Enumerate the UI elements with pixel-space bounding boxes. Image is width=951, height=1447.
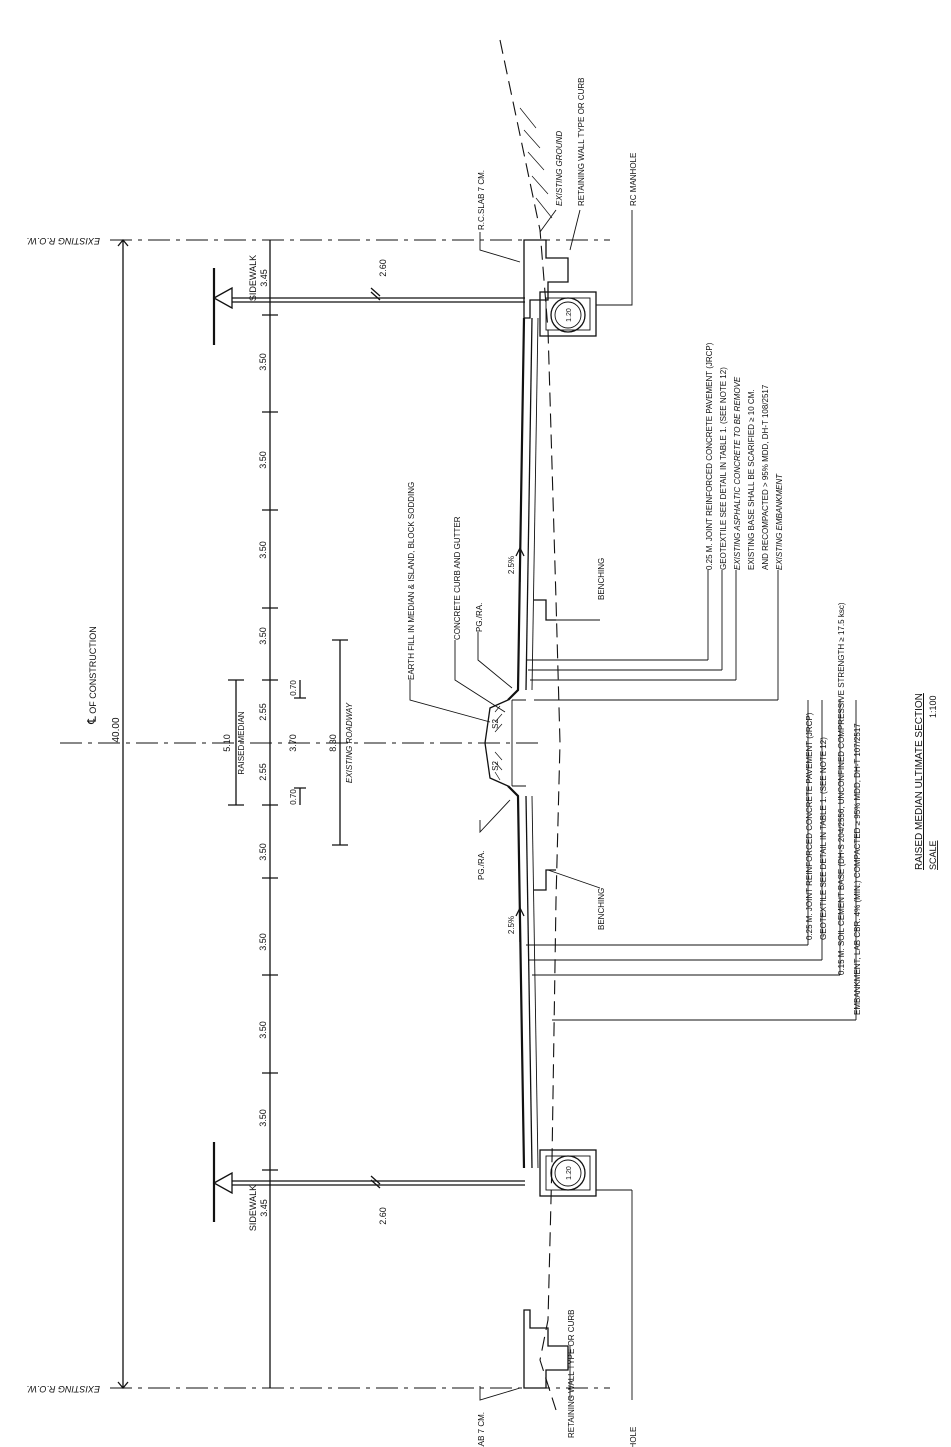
- median-slope-top: S2: [491, 719, 500, 729]
- pg-ra-label-top: PG./RA.: [475, 603, 484, 632]
- note-existing-2: GEOTEXTILE SEE DETAIL IN TABLE 1. (SEE N…: [719, 367, 728, 570]
- lane-width-5: 3.50: [258, 843, 268, 861]
- slope-pct-top: 2.5%: [507, 556, 516, 574]
- sidewalk-width-bottom: 3.45: [259, 1199, 269, 1217]
- note-existing-4: EXISTING BASE SHALL BE SCARIFIED ≥ 10 CM…: [747, 389, 756, 570]
- row-label-bottom: EXISTING R.O.W.: [26, 1384, 100, 1394]
- benching-bottom: [534, 869, 556, 891]
- note-new-4: EMBANKMENT, LAB CBR. 4% (MIN.) COMPACTED…: [853, 723, 862, 1015]
- leader-lines: [409, 209, 857, 1401]
- retaining-wall-label-top: RETAINING WALL TYPE OR CURB: [577, 78, 586, 206]
- note-new-3: 0.15 M. SOIL CEMENT BASE (DH-S 204/2556,…: [837, 602, 846, 975]
- rc-slab-label-top: R.C.SLAB 7 CM.: [477, 170, 486, 230]
- sidewalk-offset-bottom: 2.60: [378, 1207, 388, 1225]
- pavement-surface-bottom: [507, 785, 526, 1169]
- retaining-wall-top: [523, 239, 569, 319]
- existing-width: 8.30: [328, 734, 338, 752]
- notes-new: 0.25 M. JOINT REINFORCED CONCRETE PAVEME…: [805, 602, 862, 1015]
- scale-value: 1:100: [928, 695, 938, 718]
- pipe-dia-bottom: 1.20: [566, 1166, 573, 1180]
- lane-width-3: 3.50: [258, 541, 268, 559]
- median-label: RAISED MEDIAN: [237, 711, 246, 774]
- manhole-bottom: [539, 1149, 597, 1197]
- notes-existing: 0.25 M. JOINT REINFORCED CONCRETE PAVEME…: [705, 342, 784, 570]
- lane-width-1: 3.50: [258, 353, 268, 371]
- note-new-2: GEOTEXTILE SEE DETAIL IN TABLE 1. (SEE N…: [819, 737, 828, 940]
- median-slope-bottom: S2: [491, 761, 500, 771]
- retaining-wall-bottom: [523, 1309, 569, 1389]
- slope-arrow-bottom: [515, 906, 525, 942]
- curb-offset-bottom: 0.70: [289, 789, 298, 805]
- rc-slab-label-bottom: R.C.SLAB 7 CM.: [477, 1412, 486, 1447]
- ground-hatch-top: [519, 107, 553, 219]
- existing-ground-label: EXISTING GROUND: [555, 131, 564, 206]
- manhole-top: [539, 291, 597, 337]
- existing-ground-line: [499, 39, 561, 1411]
- lane-width-4: 3.50: [258, 627, 268, 645]
- curb-gutter-label: CONCRETE CURB AND GUTTER: [453, 516, 462, 640]
- light-pole-bottom: [212, 1142, 525, 1222]
- median-side-right: 2.55: [258, 763, 268, 781]
- raised-median: [484, 699, 509, 787]
- lane-width-8: 3.50: [258, 1109, 268, 1127]
- lane-width-6: 3.50: [258, 933, 268, 951]
- sidewalk-label-top: SIDEWALK: [248, 255, 258, 301]
- rc-manhole-label-bottom: RC MANHOLE: [629, 1427, 638, 1447]
- drawing-title: RAISED MEDIAN ULTIMATE SECTION: [914, 693, 925, 870]
- median-side-left: 2.55: [258, 703, 268, 721]
- note-existing-5: AND RECOMPACTED > 95% MDD, DH-T 108/2517: [761, 384, 770, 570]
- centerline-label: OF CONSTRUCTION: [88, 626, 98, 714]
- earth-fill-label: EARTH FILL IN MEDIAN & ISLAND, BLOCK SOD…: [407, 482, 416, 680]
- row-label-top: EXISTING R.O.W.: [26, 236, 100, 246]
- sidewalk-offset-top: 2.60: [378, 259, 388, 277]
- scale-label: SCALE: [928, 840, 938, 870]
- pg-ra-label-bottom: PG./RA.: [477, 851, 486, 880]
- median-center: 3.70: [288, 734, 298, 752]
- benching-label-bottom: BENCHING: [597, 888, 606, 930]
- retaining-wall-label-bottom: RETAINING WALL TYPE OR CURB: [567, 1310, 576, 1438]
- note-new-1: 0.25 M. JOINT REINFORCED CONCRETE PAVEME…: [805, 712, 814, 940]
- lane-width-labels: 3.50 3.50 3.50 3.50 3.50 3.50 3.50 3.50: [258, 353, 268, 1127]
- rc-manhole-label-top: RC MANHOLE: [629, 153, 638, 206]
- existing-roadway-label: EXISTING ROADWAY: [345, 702, 354, 783]
- note-existing-3: EXISTING ASPHALTIC CONCRETE TO BE REMOVE: [733, 376, 742, 570]
- sidewalk-label-bottom: SIDEWALK: [248, 1185, 258, 1231]
- lane-ticks: [262, 314, 278, 1171]
- total-width-label: 40.00: [111, 717, 122, 742]
- dimension-arrows: [117, 238, 129, 1390]
- pavement-surface-top: [507, 317, 526, 701]
- note-existing-6: EXISTING EMBANKMENT: [775, 473, 784, 570]
- benching-label-top: BENCHING: [597, 558, 606, 600]
- median-total: 5.10: [222, 734, 232, 752]
- slope-arrow-top: [515, 546, 525, 582]
- slope-pct-bottom: 2.5%: [507, 916, 516, 934]
- lane-width-7: 3.50: [258, 1021, 268, 1039]
- curb-offset-top: 0.70: [289, 680, 298, 696]
- lane-width-2: 3.50: [258, 451, 268, 469]
- benching-top: [534, 599, 556, 621]
- sidewalk-width-top: 3.45: [259, 269, 269, 287]
- note-existing-1: 0.25 M. JOINT REINFORCED CONCRETE PAVEME…: [705, 342, 714, 570]
- pipe-dia-top: 1.20: [566, 308, 573, 322]
- centerline-symbol: ℄: [85, 716, 99, 725]
